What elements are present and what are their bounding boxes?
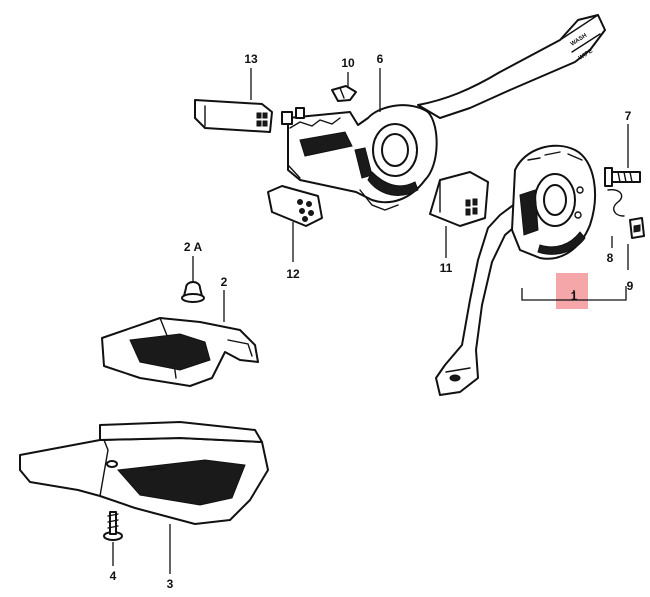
label-part-11: 11 [440,261,453,275]
part-4-screw[interactable] [103,511,123,541]
label-part-13: 13 [244,52,258,66]
leader-lines [112,68,629,574]
part-8-spring[interactable] [607,188,625,217]
label-part-1: 1 [571,289,578,303]
label-part-10: 10 [341,56,355,70]
label-part-6: 6 [377,52,384,66]
label-part-2a: 2 A [184,240,203,254]
part-6-switch-assembly[interactable] [281,14,606,211]
part-12-connector[interactable] [267,185,323,227]
part-1-highlight[interactable] [556,273,588,309]
part-labels: 13 10 6 12 11 2 A 2 3 4 7 8 9 1 [110,52,634,591]
label-part-12: 12 [286,267,300,281]
part-3-lower-shroud[interactable] [19,421,269,525]
part-7-screw[interactable] [604,167,641,187]
label-part-8: 8 [607,251,614,265]
label-part-9: 9 [627,279,634,293]
part-11-connector[interactable] [429,171,489,227]
part-2a-plug[interactable] [181,281,205,303]
label-part-4: 4 [110,569,117,583]
part-13-connector[interactable] [194,99,273,133]
part-2-upper-shroud[interactable] [101,317,259,387]
label-part-2: 2 [221,275,228,289]
part-9-clip[interactable] [629,217,645,239]
label-part-7: 7 [625,109,632,123]
part-1-turn-signal-switch[interactable] [435,144,596,396]
part-10-clip[interactable] [331,85,357,102]
label-part-3: 3 [167,577,174,591]
